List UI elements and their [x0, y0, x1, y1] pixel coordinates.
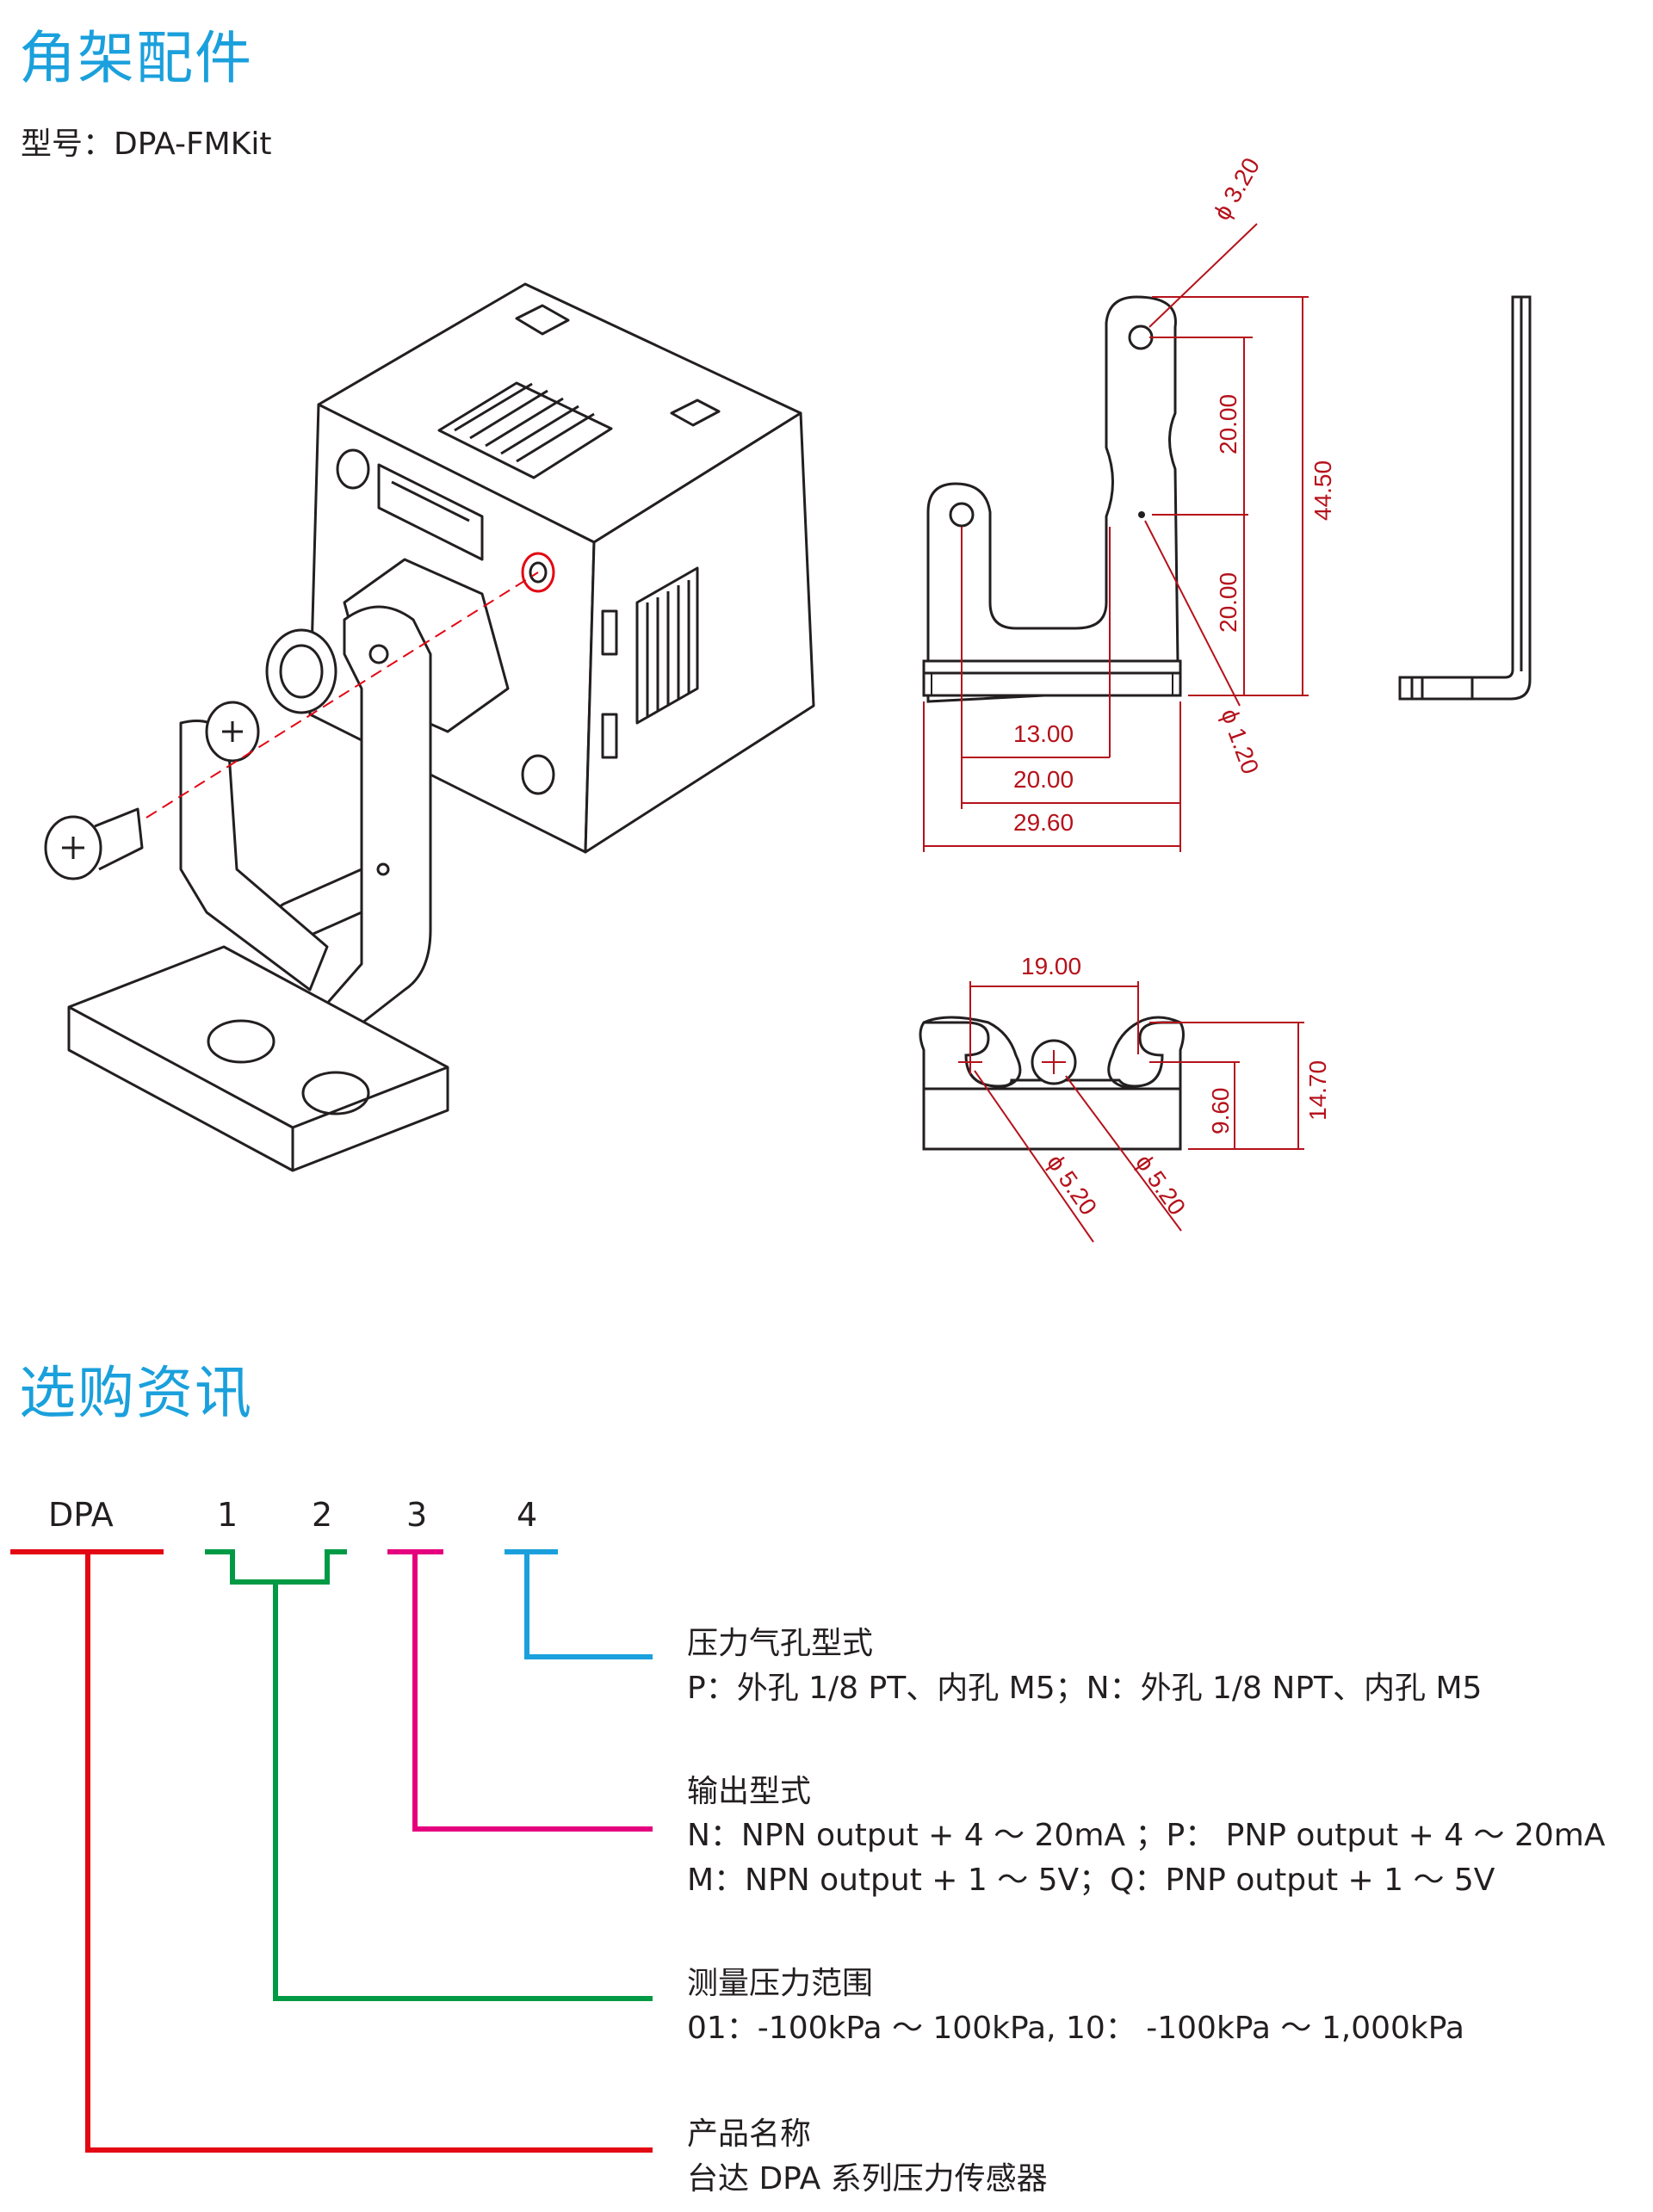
option-product-title: 产品名称: [687, 2116, 812, 2152]
dim-hole-right: ϕ 5.20: [1130, 1150, 1191, 1220]
dim-slot-spacing: 19.00: [1021, 953, 1081, 979]
bracket-side-view: ϕ 3.20 20.00 20.00 44.50 ϕ 1.20 13.00 20…: [922, 153, 1336, 852]
dim-height-total: 14.70: [1304, 1060, 1331, 1121]
option-output-desc-2: M：NPN output + 1 ～ 5V；Q：PNP output + 1 ～…: [687, 1863, 1495, 1898]
option-output-desc-1: N：NPN output + 4 ～ 20mA ；P： PNP output +…: [687, 1818, 1606, 1853]
option-range-title: 测量压力范围: [687, 1966, 874, 2001]
option-port-title: 压力气孔型式: [687, 1626, 874, 1661]
bracket-bottom-view: 19.00 9.60 14.70 ϕ 5.20 ϕ 5.20: [919, 953, 1331, 1243]
model-label: 型号：DPA-FMKit: [21, 127, 272, 162]
section-title-ordering: 选购资讯: [19, 1360, 253, 1426]
code-prefix: DPA: [48, 1496, 114, 1534]
dim-height-lower: 20.00: [1215, 572, 1241, 633]
dim-width-total: 29.60: [1013, 809, 1074, 836]
dim-height-total: 44.50: [1309, 460, 1336, 521]
dim-height-upper: 20.00: [1215, 394, 1241, 454]
option-port-desc: P：外孔 1/8 PT、内孔 M5；N：外孔 1/8 NPT、内孔 M5: [687, 1671, 1483, 1706]
option-output-title: 输出型式: [687, 1774, 812, 1809]
dim-width-13: 13.00: [1013, 720, 1074, 747]
code-pos-3: 3: [406, 1496, 428, 1534]
code-pos-2: 2: [312, 1496, 333, 1534]
dim-hole-small: ϕ 1.20: [1216, 705, 1264, 777]
dim-height-inner: 9.60: [1207, 1088, 1234, 1135]
dim-width-20: 20.00: [1013, 766, 1074, 793]
code-pos-1: 1: [217, 1496, 238, 1534]
option-product-desc: 台达 DPA 系列压力传感器: [687, 2161, 1048, 2197]
dim-hole-top: ϕ 3.20: [1208, 153, 1265, 225]
isometric-assembly-illustration: [44, 282, 815, 1172]
option-range-desc: 01：-100kPa ～ 100kPa, 10： -100kPa ～ 1,000…: [687, 2011, 1464, 2046]
code-pos-4: 4: [517, 1496, 538, 1534]
ordering-code-tree: [10, 1549, 653, 2153]
bracket-end-view: [1398, 295, 1532, 701]
dim-hole-left: ϕ 5.20: [1042, 1150, 1102, 1220]
section-title-bracket: 角架配件: [19, 25, 253, 91]
